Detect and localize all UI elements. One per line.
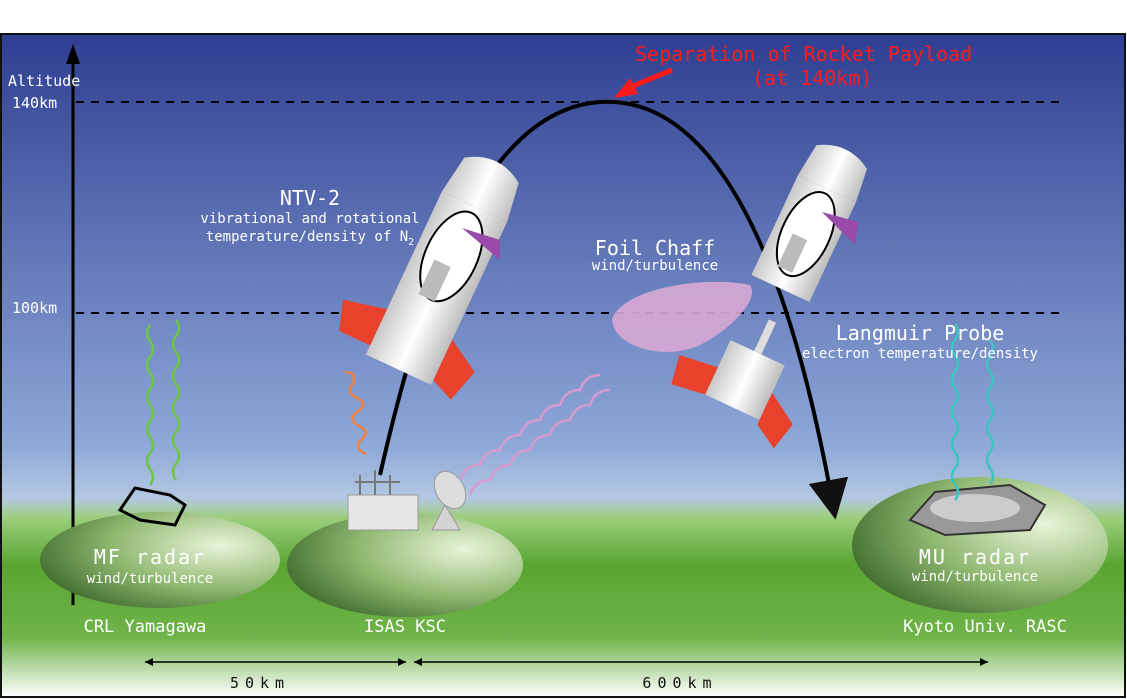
ntv2-desc-2-subscript: 2: [408, 236, 415, 248]
ntv2-desc-2: temperature/density of N2: [150, 229, 470, 251]
ntv2-title: NTV-2: [279, 186, 341, 210]
ntv2-rocket: [339, 156, 519, 400]
foil-chaff-cloud: [612, 281, 752, 352]
distance-50km: 50km: [229, 674, 291, 692]
site-ksc: ISAS KSC: [364, 617, 446, 637]
chaff-desc: wind/turbulence: [591, 258, 719, 274]
separation-title: Separation of Rocket Payload: [635, 42, 973, 66]
mf-wave-up: [145, 324, 155, 486]
ksc-wave: [344, 370, 367, 456]
mu-wave-up: [950, 323, 960, 501]
axis-arrow-icon: [66, 44, 80, 64]
mf-radar-antenna-icon: [117, 486, 187, 527]
payload-section: [751, 144, 868, 302]
ksc-antenna-array-icon: [355, 470, 400, 495]
langmuir-probe-stage: [671, 319, 793, 449]
level-100km: 100km: [12, 299, 58, 317]
axis-title: Altitude: [8, 72, 81, 90]
separation-altitude: (at 140km): [752, 66, 873, 90]
mf-radar-desc: wind/turbulence: [86, 571, 214, 587]
site-yamagawa: CRL Yamagawa: [83, 617, 207, 637]
satellite-dish-icon: [433, 470, 467, 510]
level-140km: 140km: [12, 94, 58, 112]
hill-rasc: [852, 477, 1108, 613]
mu-radar-center: [930, 494, 1020, 522]
ntv2-desc-2-text: temperature/density of N: [205, 229, 409, 245]
chaff-title: Foil Chaff: [594, 236, 716, 260]
mu-wave-down: [985, 339, 995, 485]
separation-arrow-head-icon: [614, 78, 638, 98]
langmuir-title: Langmuir Probe: [835, 321, 1005, 345]
mf-radar-name: MF radar: [93, 545, 207, 569]
mu-radar-name: MU radar: [918, 545, 1032, 569]
sensor-beam-icon: [462, 228, 500, 260]
langmuir-desc: electron temperature/density: [801, 346, 1038, 362]
site-rasc: Kyoto Univ. RASC: [903, 617, 1067, 637]
payload-sensor-beam-icon: [822, 212, 858, 245]
dish-base-icon: [431, 503, 461, 531]
mf-wave-down: [171, 319, 181, 481]
mu-radar-desc: wind/turbulence: [911, 569, 1039, 585]
chaff-wave-down: [468, 388, 611, 496]
ksc-building-icon: [347, 494, 419, 531]
ntv2-desc-1: vibrational and rotational: [200, 211, 420, 227]
chaff-wave-up: [458, 373, 601, 481]
hill-yamagawa: [40, 512, 280, 608]
separation-arrow: [627, 67, 673, 91]
distance-600km: 600km: [642, 674, 718, 692]
hill-ksc: [287, 513, 523, 617]
